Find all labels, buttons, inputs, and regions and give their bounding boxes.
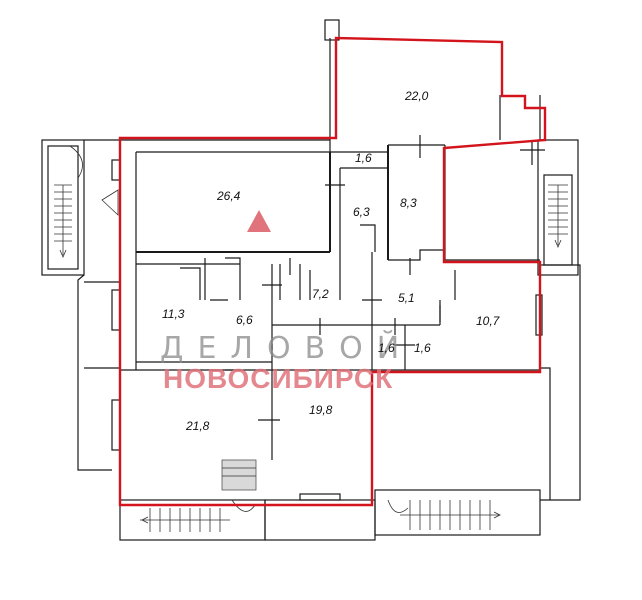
room-area-label: 26,4 <box>216 189 241 203</box>
watermark-line2: НОВОСИБИРСК <box>163 363 393 394</box>
room-area-label: 1,6 <box>414 341 431 355</box>
room-area-label: 6,6 <box>236 313 253 327</box>
room-area-label: 1,6 <box>355 151 372 165</box>
room-area-label: 8,3 <box>400 196 417 210</box>
building-walls <box>41 139 581 541</box>
leased-area-boundary <box>118 36 547 507</box>
room-area-label: 22,0 <box>404 89 429 103</box>
room-area-label: 10,7 <box>476 314 501 328</box>
room-area-label: 11,3 <box>162 307 185 321</box>
room-area-label: 1,6 <box>378 341 395 355</box>
interior-walls <box>120 19 545 460</box>
watermark-line1: ДЕЛОВОЙ <box>160 330 413 366</box>
logo-triangle-icon <box>247 210 271 232</box>
room-area-label: 7,2 <box>312 287 329 301</box>
room-labels: 22,0 1,6 26,4 6,3 8,3 7,2 5,1 11,3 6,6 1… <box>162 89 501 433</box>
watermark-logo: ДЕЛОВОЙ НОВОСИБИРСК <box>160 210 413 394</box>
room-area-label: 6,3 <box>353 205 370 219</box>
room-area-label: 5,1 <box>398 291 415 305</box>
room-area-label: 19,8 <box>309 403 333 417</box>
room-area-label: 21,8 <box>185 419 210 433</box>
